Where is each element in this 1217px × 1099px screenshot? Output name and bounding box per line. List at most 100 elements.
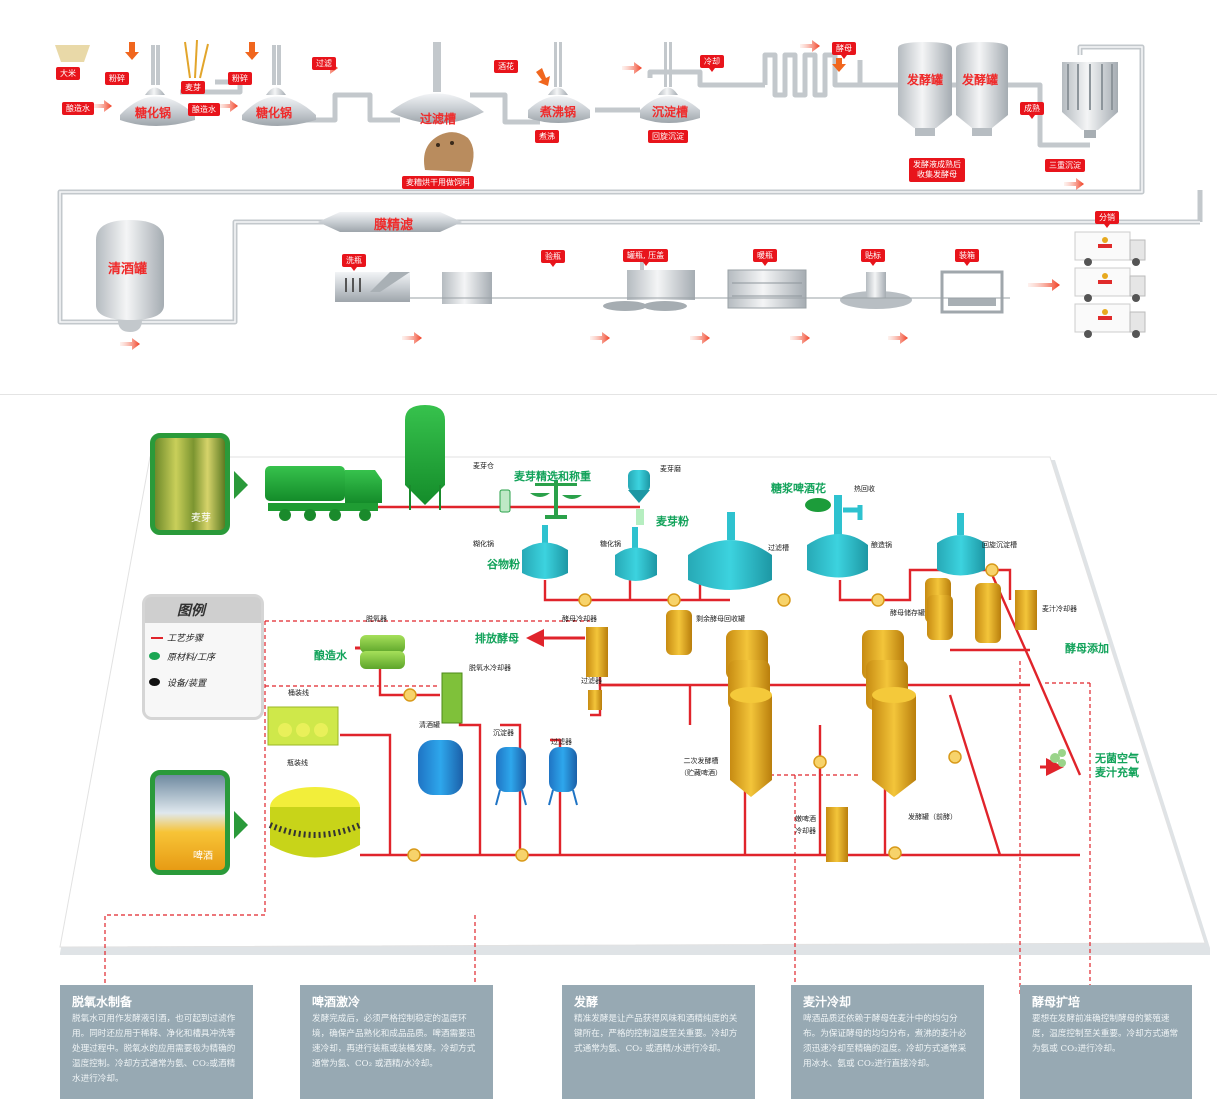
keg-line bbox=[267, 706, 339, 746]
vessel-lauter: 过滤槽 bbox=[420, 112, 457, 126]
delivery-truck-2 bbox=[1074, 267, 1146, 302]
info-yeast-propagation: 酵母扩培 要想在发酵前准确控制酵母的繁殖速度，温度控制至关重要。冷却方式通常为氨… bbox=[1020, 985, 1192, 1099]
brew-kettle bbox=[805, 495, 868, 578]
info-wort-cooling: 麦汁冷却 啤酒品质还依赖于酵母在麦汁中的均匀分布。为保证酵母的均匀分布，煮沸的麦… bbox=[791, 985, 984, 1099]
primary-fermenters bbox=[862, 630, 916, 797]
label-pasteurize: 暖瓶 bbox=[753, 249, 777, 266]
filler-capper bbox=[603, 256, 695, 311]
info-deaerated-water: 脱氧水制备 脱氧水可用作发酵液引酒，也可起到过滤作用。同时还应用于稀释、净化和槽… bbox=[60, 985, 253, 1099]
brewing-flow-panel: 大米 粉碎 酿造水 麦芽 粉碎 酿造水 过滤 酒花 煮沸 回旋沉淀 冷却 酵母 … bbox=[0, 0, 1217, 395]
eq-filter-a: 过滤器 bbox=[581, 677, 602, 685]
spent-grain-sack bbox=[424, 132, 474, 172]
green-dot-icon bbox=[149, 652, 160, 660]
bright-beer-tank bbox=[96, 220, 164, 332]
info-body: 精准发酵是让产品获得风味和酒精纯度的关键所在，严格的控制温度至关重要。冷却方式通… bbox=[574, 1014, 738, 1054]
legend-title: 图例 bbox=[145, 597, 261, 623]
bottle-inspector bbox=[442, 272, 492, 304]
delivery-truck-3 bbox=[1074, 303, 1146, 338]
eq-young-beer-cooler: 嫩啤酒 冷却器 bbox=[795, 815, 816, 835]
eq-lauter: 过滤槽 bbox=[768, 544, 789, 552]
flow-arrows bbox=[92, 40, 1084, 350]
label-collect-yeast: 发酵液成熟后 收集发酵母 bbox=[909, 158, 965, 182]
pipe-network bbox=[55, 39, 1203, 350]
vessel-bright-tank: 清酒罐 bbox=[108, 262, 148, 277]
wort-cooler bbox=[1015, 590, 1037, 630]
label-distribution: 分销 bbox=[1095, 211, 1119, 228]
info-title: 发酵 bbox=[574, 995, 599, 1009]
label-grain-flour: 谷物粉 bbox=[487, 558, 520, 571]
legend-item-material: 原材料/工序 bbox=[145, 650, 261, 666]
label-mill-1: 粉碎 bbox=[105, 72, 129, 85]
black-dot-icon bbox=[149, 678, 160, 686]
info-body: 脱氧水可用作发酵液引酒，也可起到过滤作用。同时还应用于稀释、净化和槽具冲洗等处理… bbox=[72, 1014, 236, 1084]
label-filtration: 过滤 bbox=[312, 57, 336, 70]
info-title: 脱氧水制备 bbox=[72, 995, 133, 1009]
fermenter-2 bbox=[956, 42, 1008, 136]
eq-wort-cooler: 麦汁冷却器 bbox=[1042, 605, 1077, 613]
info-beer-chilling: 啤酒激冷 发酵完成后，必须严格控制稳定的温度环境，确保产品熟化和成品品质。啤酒需… bbox=[300, 985, 493, 1099]
eq-heat-recovery: 热回收 bbox=[854, 485, 875, 493]
label-malt-flour: 麦芽粉 bbox=[656, 515, 689, 528]
info-title: 酵母扩培 bbox=[1032, 995, 1081, 1009]
label-spent-grain: 麦糟烘干用做饲料 bbox=[402, 176, 474, 189]
label-malt-select: 麦芽精选和称重 bbox=[514, 470, 591, 483]
eq-keg-line: 桶装线 bbox=[288, 689, 309, 697]
rice-bowl-icon bbox=[55, 45, 90, 62]
fermenter-1 bbox=[898, 42, 952, 136]
info-body: 啤酒品质还依赖于酵母在麦汁中的均匀分布。为保证酵母的均匀分布，煮沸的麦汁必须迅速… bbox=[803, 1014, 967, 1069]
yeast-storage-tanks bbox=[925, 578, 1001, 643]
vessel-fermenter-2: 发酵罐 bbox=[962, 73, 999, 87]
mash-tun bbox=[615, 527, 657, 581]
down-arrows bbox=[125, 42, 846, 86]
plant-drawing bbox=[59, 405, 1210, 995]
filter-blue bbox=[548, 747, 578, 806]
label-yeast-add: 酵母添加 bbox=[1065, 642, 1109, 655]
young-beer-cooler bbox=[826, 807, 848, 862]
eq-malt-mill: 麦芽磨 bbox=[660, 465, 681, 473]
eq-yeast-cooler: 酵母冷却器 bbox=[562, 615, 597, 623]
label-whirlpool: 回旋沉淀 bbox=[648, 130, 688, 143]
eq-deaerated-cooler: 脱氧水冷却器 bbox=[469, 664, 511, 672]
label-cooling: 冷却 bbox=[700, 55, 724, 72]
yeast-recovery-tank bbox=[666, 610, 692, 655]
pasteurizer bbox=[727, 269, 807, 309]
eq-settler: 沉淀器 bbox=[493, 729, 514, 737]
malt-photo: 麦芽 bbox=[150, 433, 230, 535]
label-fill-cap: 罐瓶, 压盖 bbox=[623, 249, 669, 266]
label-syrup-hops: 糖浆啤酒花 bbox=[771, 482, 826, 495]
label-mill-2: 粉碎 bbox=[228, 72, 252, 85]
delivery-truck-1 bbox=[1074, 231, 1146, 266]
whirlpool-tank-teal bbox=[937, 513, 985, 576]
case-packer bbox=[940, 270, 1004, 314]
mash-cooker bbox=[522, 525, 568, 579]
boil-kettle bbox=[528, 42, 590, 123]
label-aeration: 无菌空气 麦汁充氧 bbox=[1095, 752, 1139, 779]
yeast-cooler bbox=[586, 627, 608, 677]
whirlpool-tank bbox=[640, 42, 700, 123]
eq-bottle-line: 瓶装线 bbox=[287, 759, 308, 767]
label-yeast: 酵母 bbox=[832, 42, 856, 59]
label-yeast-discharge: 排放酵母 bbox=[475, 632, 519, 645]
bottling-line bbox=[268, 787, 362, 858]
beer-photo-label: 啤酒 bbox=[193, 851, 213, 862]
bottle-washer bbox=[335, 272, 410, 302]
info-fermentation: 发酵 精准发酵是让产品获得风味和酒精纯度的关键所在，严格的控制温度至关重要。冷却… bbox=[562, 985, 755, 1099]
label-rice: 大米 bbox=[56, 67, 80, 80]
vessel-boil: 煮沸锅 bbox=[540, 105, 577, 119]
label-boiling: 煮沸 bbox=[535, 130, 559, 143]
label-hops: 酒花 bbox=[494, 60, 518, 73]
vessel-mash-2: 糖化锅 bbox=[256, 106, 293, 120]
eq-brew-kettle: 酿造锅 bbox=[871, 541, 892, 549]
legend: 图例 工艺步骤 原材料/工序 设备/装置 bbox=[142, 594, 264, 720]
label-brew-water-1: 酿造水 bbox=[62, 102, 94, 115]
settler-blue bbox=[495, 747, 527, 806]
filter-yellow bbox=[588, 690, 602, 710]
label-triple-settle: 三重沉淀 bbox=[1045, 159, 1085, 172]
eq-filter-b: 过滤器 bbox=[551, 738, 572, 746]
malt-photo-label: 麦芽 bbox=[191, 513, 211, 524]
eq-mash-cooker: 糊化锅 bbox=[473, 540, 494, 548]
bright-tank-blue bbox=[418, 740, 463, 795]
legend-item-process-step: 工艺步骤 bbox=[145, 631, 261, 647]
membrane-filter bbox=[318, 212, 462, 232]
eq-yeast-recovery: 剩余酵母回收罐 bbox=[696, 615, 745, 623]
